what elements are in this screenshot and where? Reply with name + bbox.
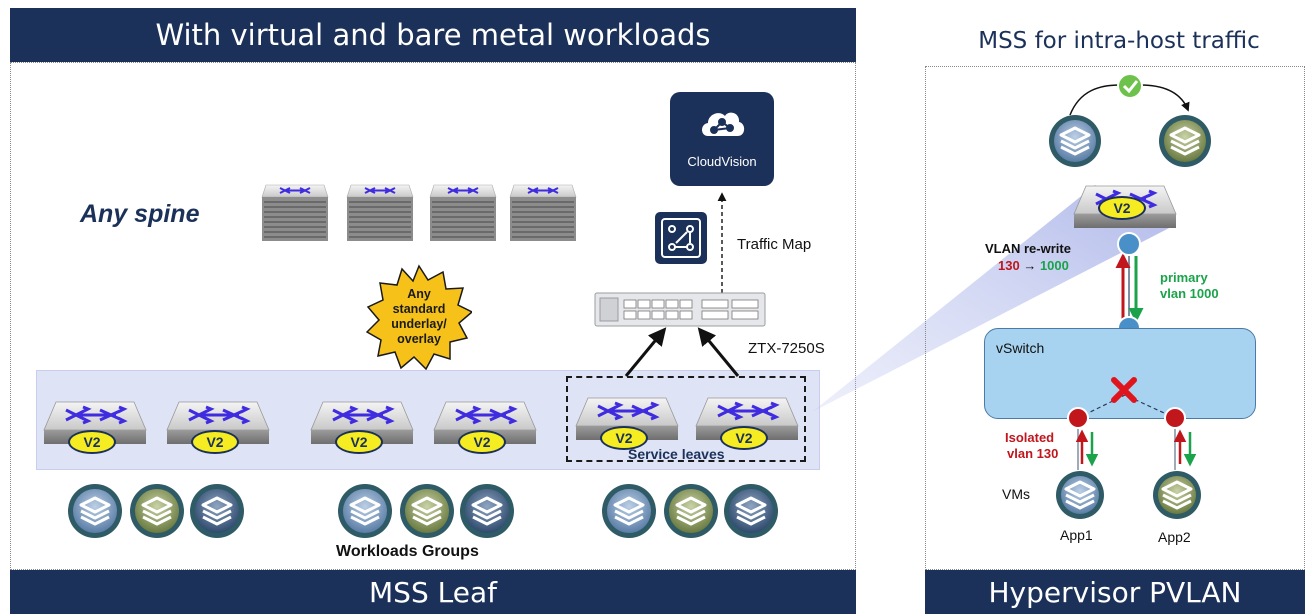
vswitch-label: vSwitch	[996, 340, 1045, 356]
cloudvision-tile[interactable]: CloudVision	[670, 92, 774, 186]
leaf-badge: V2	[720, 426, 768, 450]
leaf-switch[interactable]: V2	[38, 394, 148, 454]
vswitch-box[interactable]	[984, 328, 1256, 419]
vlan-rewrite-arrow: →	[1023, 258, 1037, 273]
burst-line-4: overlay	[397, 332, 441, 346]
workload-stack-icon	[724, 484, 778, 538]
workload-stack-icon	[400, 484, 454, 538]
service-leaves-label: Service leaves	[628, 446, 725, 462]
traffic-map-icon-tile	[655, 212, 707, 264]
isolated-vlan-line1: Isolated	[1005, 430, 1055, 445]
workloads-groups-label: Workloads Groups	[336, 543, 479, 560]
leaf-switch[interactable]: V2	[161, 394, 271, 454]
leaf-badge: V2	[68, 430, 116, 454]
vlan-to: 1000	[1039, 258, 1069, 273]
left-diagram-panel	[10, 62, 856, 570]
service-leaves-group	[566, 376, 806, 462]
traffic-map-label: Traffic Map	[737, 236, 812, 253]
leaf-badge: V2	[335, 430, 383, 454]
vlan-rewrite-label: VLAN re-write	[985, 241, 1071, 256]
burst-line-1: Any	[407, 287, 431, 301]
vlan-from: 130	[998, 258, 1020, 273]
workload-stack-icon	[130, 484, 184, 538]
leaf-badge: V2	[458, 430, 506, 454]
vlan-rewrite-values: 130 → 1000	[998, 258, 1069, 273]
workload-stack-icon	[664, 484, 718, 538]
workload-stack-icon	[602, 484, 656, 538]
leaf-switch[interactable]: V2	[570, 390, 680, 450]
cloudvision-label: CloudVision	[687, 154, 757, 169]
app1-label: App1	[1060, 527, 1093, 543]
underlay-burst-badge: Any standard underlay/ overlay	[366, 264, 472, 370]
leaf-switch-zoomed[interactable]: V2	[1068, 178, 1178, 238]
right-footer-title: Hypervisor PVLAN	[988, 575, 1242, 609]
vm-stack-icon-blue	[1049, 115, 1101, 167]
vms-label: VMs	[1002, 486, 1030, 502]
leaf-badge: V2	[1098, 196, 1146, 220]
workload-stack-icon	[460, 484, 514, 538]
workload-stack-icon	[190, 484, 244, 538]
intra-host-flow-ok	[1069, 73, 1190, 116]
leaf-strip	[36, 370, 820, 470]
primary-vlan-line2: vlan 1000	[1160, 286, 1219, 301]
leaf-badge: V2	[600, 426, 648, 450]
app2-label: App2	[1158, 529, 1191, 545]
leaf-switch[interactable]: V2	[428, 394, 538, 454]
vm-stack-icon-green	[1159, 115, 1211, 167]
workload-stack-icon	[68, 484, 122, 538]
spine-label: Any spine	[80, 200, 200, 228]
left-footer-title: MSS Leaf	[369, 575, 497, 609]
right-footer-banner: Hypervisor PVLAN	[925, 570, 1305, 614]
primary-vlan-line1: primary	[1160, 270, 1208, 285]
burst-line-2: standard	[393, 302, 446, 316]
leaf-switch[interactable]: V2	[305, 394, 415, 454]
burst-line-3: underlay/	[391, 317, 447, 331]
app1-vm-icon	[1056, 471, 1104, 519]
leaf-badge: V2	[191, 430, 239, 454]
cloud-network-icon	[702, 112, 745, 136]
right-header-title: MSS for intra-host traffic	[978, 28, 1260, 54]
app2-vm-icon	[1153, 471, 1201, 519]
left-header-title: With virtual and bare metal workloads	[155, 18, 711, 52]
ztx-label: ZTX-7250S	[748, 340, 825, 357]
right-diagram-panel	[925, 66, 1305, 570]
traffic-map-icon	[661, 218, 701, 258]
leaf-switch[interactable]: V2	[690, 390, 800, 450]
ztx-appliance	[594, 292, 766, 327]
workload-stack-icon	[338, 484, 392, 538]
left-footer-banner: MSS Leaf	[10, 570, 856, 614]
isolated-vlan-line2: vlan 130	[1007, 446, 1059, 461]
left-header-banner: With virtual and bare metal workloads	[10, 8, 856, 62]
